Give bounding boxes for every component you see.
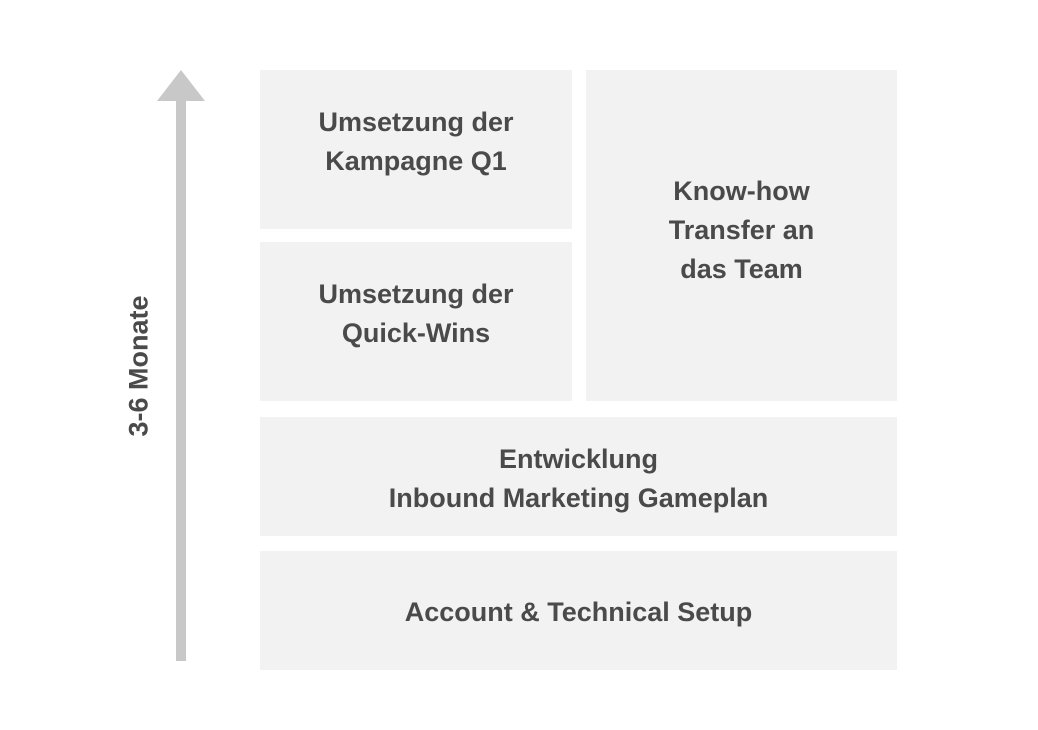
timeline-arrow-shaft [176, 98, 186, 661]
phase-box-quick-wins: Umsetzung der Quick-Wins [260, 242, 572, 401]
phase-box-know-how-transfer: Know-how Transfer an das Team [586, 70, 897, 401]
timeline-label: 3-6 Monate [123, 295, 154, 437]
phase-box-campaign-q1: Umsetzung der Kampagne Q1 [260, 70, 572, 229]
arrow-up-icon [157, 70, 205, 101]
phase-box-account-setup: Account & Technical Setup [260, 551, 897, 670]
phase-box-gameplan: Entwicklung Inbound Marketing Gameplan [260, 417, 897, 536]
